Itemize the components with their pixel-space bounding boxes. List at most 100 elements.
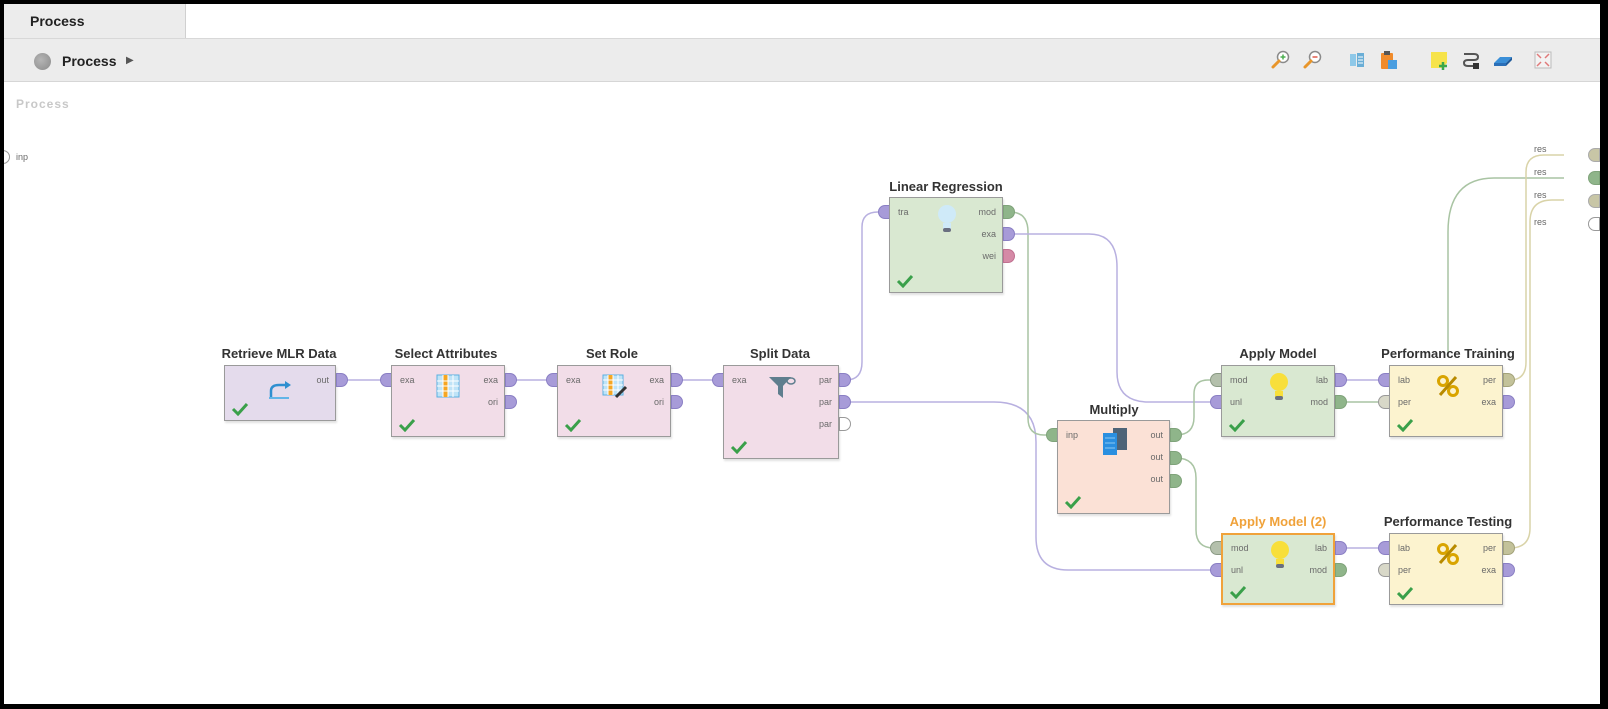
port-out[interactable] xyxy=(839,373,851,387)
port-label: wei xyxy=(982,251,996,261)
operator-retrieve-mlr-data[interactable]: out xyxy=(224,365,336,421)
port-label: lab xyxy=(1314,543,1327,553)
port-label: tra xyxy=(898,207,909,217)
fullscreen-icon[interactable] xyxy=(1532,49,1554,71)
multiply-icon xyxy=(1103,428,1127,455)
operator-performance-training[interactable]: lab per per exa xyxy=(1389,365,1503,437)
operator-title: Set Role xyxy=(585,346,639,361)
port-out[interactable] xyxy=(1170,474,1182,488)
port-out[interactable] xyxy=(505,395,517,409)
process-canvas[interactable]: Process xyxy=(4,82,1600,704)
port-out[interactable] xyxy=(839,417,851,431)
success-check-icon xyxy=(398,418,416,432)
port-out[interactable] xyxy=(1335,395,1347,409)
lightbulb-icon xyxy=(938,205,956,232)
port-label: ori xyxy=(487,397,498,407)
process-input-label: inp xyxy=(16,152,29,162)
port-out[interactable] xyxy=(1003,227,1015,241)
breadcrumb[interactable]: Process xyxy=(62,53,117,69)
operator-linear-regression[interactable]: tra mod exa wei xyxy=(889,197,1003,293)
operator-title: Apply Model xyxy=(1239,346,1317,361)
result-port-label: res xyxy=(1534,144,1547,154)
lightbulb-icon xyxy=(1271,541,1289,568)
port-label: per xyxy=(1398,397,1412,407)
operator-title: Retrieve MLR Data xyxy=(221,346,337,361)
port-out[interactable] xyxy=(839,395,851,409)
port-out[interactable] xyxy=(1170,451,1182,465)
port-out[interactable] xyxy=(336,373,348,387)
port-label: par xyxy=(818,375,832,385)
port-label: ori xyxy=(653,397,664,407)
operator-performance-testing[interactable]: lab per per exa xyxy=(1389,533,1503,605)
wire xyxy=(1509,154,1564,381)
result-port-4[interactable] xyxy=(1588,217,1600,231)
result-port-label: res xyxy=(1534,217,1547,227)
port-out[interactable] xyxy=(1503,373,1515,387)
port-out[interactable] xyxy=(505,373,517,387)
operator-title: Performance Training xyxy=(1381,346,1515,361)
result-port-1[interactable] xyxy=(1588,148,1600,162)
tab-process[interactable]: Process xyxy=(4,4,186,38)
port-label: unl xyxy=(1231,565,1244,575)
port-label: exa xyxy=(649,375,664,385)
wire xyxy=(845,211,882,381)
port-label: out xyxy=(1150,452,1163,462)
port-out[interactable] xyxy=(1335,541,1347,555)
port-label: inp xyxy=(1066,430,1079,440)
wire xyxy=(1009,211,1052,436)
port-label: lab xyxy=(1398,375,1411,385)
port-out[interactable] xyxy=(1503,563,1515,577)
add-note-icon[interactable] xyxy=(1428,49,1450,71)
port-out[interactable] xyxy=(671,373,683,387)
operator-select-attributes[interactable]: exa exa ori xyxy=(391,365,505,437)
port-out[interactable] xyxy=(1503,395,1515,409)
operator-title: Select Attributes xyxy=(394,346,498,361)
operator-split-data[interactable]: exa par par par xyxy=(723,365,839,459)
port-label: mod xyxy=(1231,543,1249,553)
port-label: exa xyxy=(1481,397,1496,407)
operator-apply-model[interactable]: mod unl lab mod xyxy=(1221,365,1335,437)
operator-title: Linear Regression xyxy=(889,179,1003,194)
port-out[interactable] xyxy=(1335,563,1347,577)
operator-title: Split Data xyxy=(750,346,810,361)
percent-icon xyxy=(1437,543,1459,565)
filter-icon xyxy=(769,377,796,398)
success-check-icon xyxy=(1229,585,1247,599)
port-out[interactable] xyxy=(1003,249,1015,263)
auto-fit-icon[interactable] xyxy=(1346,49,1368,71)
wire xyxy=(1447,177,1564,354)
port-label: par xyxy=(818,419,832,429)
port-label: out xyxy=(316,375,329,385)
layer-icon[interactable] xyxy=(1492,49,1514,71)
port-out[interactable] xyxy=(1503,541,1515,555)
operator-multiply[interactable]: inp out out out xyxy=(1057,420,1170,514)
breadcrumb-arrow-icon[interactable]: ▶ xyxy=(126,55,134,66)
zoom-in-icon[interactable] xyxy=(1270,49,1292,71)
result-port-label: res xyxy=(1534,167,1547,177)
zoom-out-icon[interactable] xyxy=(1302,49,1324,71)
port-label: per xyxy=(1482,375,1496,385)
table-icon xyxy=(436,374,460,398)
operator-title: Performance Testing xyxy=(1383,514,1513,529)
port-label: par xyxy=(818,397,832,407)
port-label: exa xyxy=(981,229,996,239)
process-toolbar: Process ▶ xyxy=(4,39,1600,82)
result-port-2[interactable] xyxy=(1588,171,1600,185)
port-label: mod xyxy=(978,207,996,217)
port-out[interactable] xyxy=(1170,428,1182,442)
success-check-icon xyxy=(730,440,748,454)
table-edit-icon xyxy=(602,374,628,399)
operator-apply-model-2[interactable]: mod unl lab mod xyxy=(1221,533,1335,605)
result-port-3[interactable] xyxy=(1588,194,1600,208)
operator-set-role[interactable]: exa exa ori xyxy=(557,365,671,437)
port-out[interactable] xyxy=(671,395,683,409)
success-check-icon xyxy=(896,274,914,288)
paste-icon[interactable] xyxy=(1378,49,1400,71)
port-label: unl xyxy=(1230,397,1243,407)
auto-wire-icon[interactable] xyxy=(1460,49,1482,71)
success-check-icon xyxy=(1064,495,1082,509)
operator-title: Multiply xyxy=(1089,402,1139,417)
port-out[interactable] xyxy=(1003,205,1015,219)
port-out[interactable] xyxy=(1335,373,1347,387)
port-label: out xyxy=(1150,474,1163,484)
